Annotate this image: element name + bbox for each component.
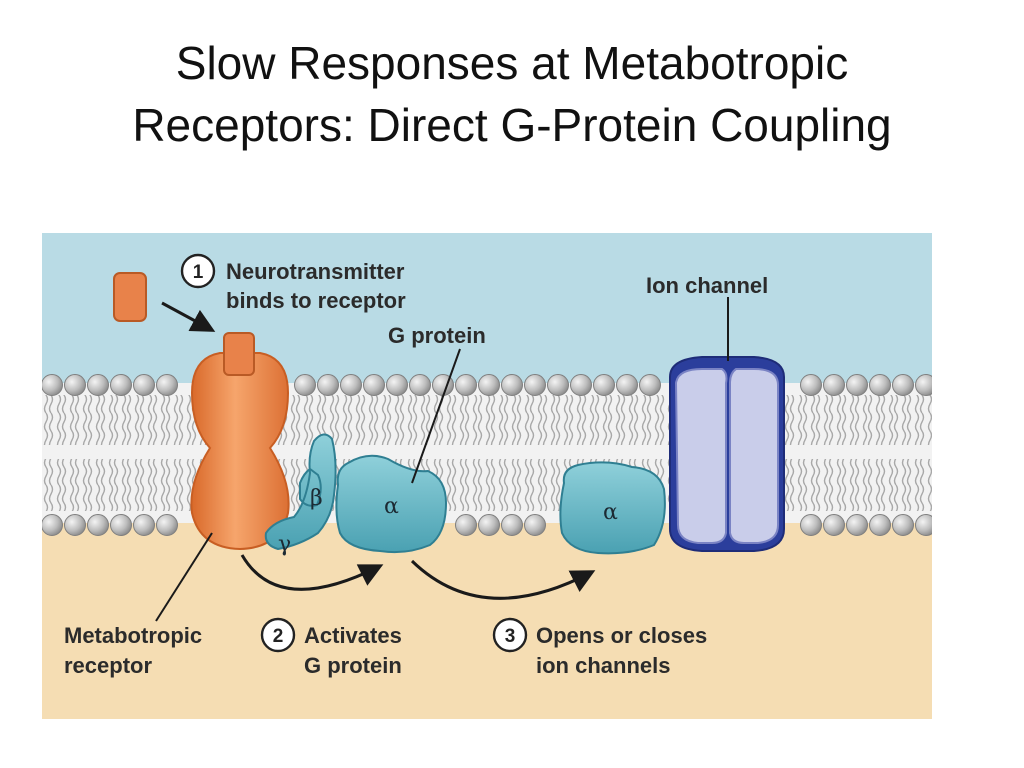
lipid-tails-outer: [42, 395, 932, 445]
phospholipid-head: [64, 514, 86, 536]
phospholipid-head: [524, 514, 546, 536]
g-protein-alpha-free: [559, 461, 666, 555]
neurotransmitter-molecule: [113, 272, 147, 322]
phospholipid-head: [501, 514, 523, 536]
phospholipid-head: [87, 374, 109, 396]
phospholipid-head: [570, 374, 592, 396]
intracellular-space: [42, 523, 932, 719]
slide-title-line1: Slow Responses at Metabotropic: [175, 37, 849, 89]
phospholipid-head: [156, 514, 178, 536]
phospholipid-head: [156, 374, 178, 396]
phospholipid-heads-outer: [42, 374, 932, 396]
step3-line2: ion channels: [536, 653, 670, 678]
phospholipid-head: [110, 514, 132, 536]
receptor-label-line1: Metabotropic: [64, 623, 202, 648]
bound-neurotransmitter: [223, 332, 255, 376]
g-protein-alpha-bound: [335, 454, 448, 554]
alpha-label-bound: α: [384, 494, 399, 519]
metabotropic-receptor: [190, 352, 290, 551]
phospholipid-head: [869, 514, 891, 536]
step1-line1: Neurotransmitter: [226, 259, 405, 284]
phospholipid-head: [915, 374, 932, 396]
phospholipid-head: [42, 514, 63, 536]
slide-title: Slow Responses at Metabotropic Receptors…: [0, 32, 1024, 156]
phospholipid-head: [846, 374, 868, 396]
phospholipid-head: [386, 374, 408, 396]
phospholipid-head: [409, 374, 431, 396]
phospholipid-head: [87, 514, 109, 536]
phospholipid-head: [892, 514, 914, 536]
phospholipid-head: [892, 374, 914, 396]
phospholipid-head: [133, 374, 155, 396]
lipid-tails-inner: [42, 459, 932, 511]
binding-arrow: [161, 301, 216, 332]
phospholipid-head: [639, 374, 661, 396]
phospholipid-head: [501, 374, 523, 396]
phospholipid-head: [455, 374, 477, 396]
phospholipid-head: [294, 374, 316, 396]
phospholipid-head: [110, 374, 132, 396]
phospholipid-head: [823, 514, 845, 536]
step3-line1: Opens or closes: [536, 623, 707, 648]
g-protein-pointer: [411, 348, 461, 484]
step2-number: 2: [273, 626, 284, 647]
phospholipid-head: [363, 374, 385, 396]
phospholipid-head: [524, 374, 546, 396]
alpha-label-free: α: [603, 500, 618, 525]
phospholipid-head: [42, 374, 63, 396]
activation-arrow: [240, 554, 384, 591]
g-protein-diagram: β γ α α 1 Neurotransmitter binds to rece…: [42, 233, 932, 719]
diagram-canvas: β γ α α 1 Neurotransmitter binds to rece…: [42, 233, 932, 719]
phospholipid-head: [478, 374, 500, 396]
phospholipid-head: [800, 374, 822, 396]
phospholipid-head: [478, 514, 500, 536]
step1-number-circle: [180, 253, 216, 289]
phospholipid-head: [340, 374, 362, 396]
phospholipid-head: [823, 374, 845, 396]
phospholipid-head: [846, 514, 868, 536]
receptor-label-line2: receptor: [64, 653, 152, 678]
receptor-pointer: [155, 532, 213, 622]
phospholipid-head: [317, 374, 339, 396]
phospholipid-head: [915, 514, 932, 536]
extracellular-space: [42, 233, 932, 383]
phospholipid-head: [455, 514, 477, 536]
step1-line2: binds to receptor: [226, 288, 406, 313]
beta-label: β: [310, 486, 323, 511]
channel-effect-arrow: [410, 559, 596, 600]
phospholipid-head: [800, 514, 822, 536]
step2-line1: Activates: [304, 623, 402, 648]
phospholipid-head: [64, 374, 86, 396]
g-protein-label: G protein: [388, 323, 486, 348]
phospholipid-heads-inner: [42, 514, 932, 536]
step1-number: 1: [193, 262, 204, 283]
ion-channel-label: Ion channel: [646, 273, 768, 298]
phospholipid-head: [593, 374, 615, 396]
phospholipid-head: [133, 514, 155, 536]
phospholipid-head: [616, 374, 638, 396]
slide-title-line2: Receptors: Direct G-Protein Coupling: [132, 99, 892, 151]
gamma-label: γ: [278, 532, 291, 557]
phospholipid-head: [869, 374, 891, 396]
g-protein-beta-gamma: [264, 433, 337, 551]
step3-number: 3: [505, 626, 516, 647]
phospholipid-head: [547, 374, 569, 396]
step3-number-circle: [492, 617, 528, 653]
step2-line2: G protein: [304, 653, 402, 678]
ion-channel: [669, 356, 785, 552]
step2-number-circle: [260, 617, 296, 653]
